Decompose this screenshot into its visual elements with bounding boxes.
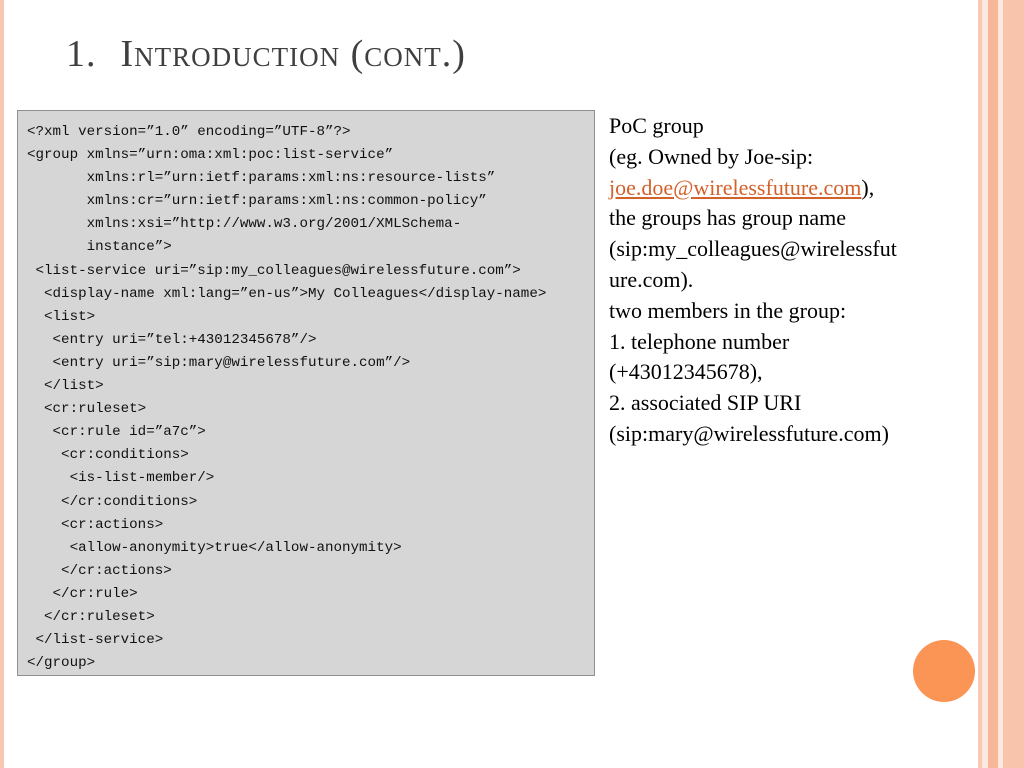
slide-title: 1. Introduction (cont.) [66,32,466,76]
joe-email-link[interactable]: joe.doe@wirelessfuture.com [609,174,862,200]
description-line: (eg. Owned by Joe-sip: [609,143,814,169]
code-line: <group xmlns=”urn:oma:xml:poc:list-servi… [27,147,394,164]
code-line: xmlns:xsi=”http://www.w3.org/2001/XMLSch… [27,216,462,233]
code-line: <cr:conditions> [27,447,189,464]
description-line: two members in the group: [609,297,847,323]
right-stripe-decoration [978,0,1024,768]
code-line: </cr:ruleset> [27,608,155,625]
stripe [998,0,1003,768]
code-line: <?xml version=”1.0” encoding=”UTF-8”?> [27,124,351,140]
code-line: xmlns:cr=”urn:ietf:params:xml:ns:common-… [27,193,487,210]
code-line: <list-service uri=”sip:my_colleagues@wir… [27,262,521,279]
code-line: </list> [27,378,104,395]
description-line: (+43012345678), [609,359,763,385]
description-link-line: joe.doe@wirelessfuture.com), [609,173,981,204]
code-line: <list> [27,308,96,325]
code-line: <entry uri=”tel:+43012345678”/> [27,331,317,348]
description-line: (sip:mary@wirelessfuture.com) [609,420,889,446]
description-line: PoC group [609,113,704,138]
code-line: </list-service> [27,632,164,649]
code-line: </cr:actions> [27,562,172,579]
description-line: 2. associated SIP URI [609,390,802,416]
code-line: instance”> [27,239,172,256]
code-line: <is-list-member/> [27,470,215,487]
description-line: 1. telephone number [609,328,790,354]
code-line: <allow-anonymity>true</allow-anonymity> [27,539,402,556]
code-line: <entry uri=”sip:mary@wirelessfuture.com”… [27,354,411,371]
description-line-suffix: ), [861,174,875,200]
code-line: <cr:rule id=”a7c”> [27,424,206,441]
description-line: (sip:my_colleagues@wirelessfut [609,236,897,262]
stripe [988,0,998,768]
decorative-circle [913,640,975,702]
code-line: <cr:actions> [27,516,164,533]
code-line: <cr:ruleset> [27,401,147,418]
code-line: <display-name xml:lang=”en-us”>My Collea… [27,285,547,302]
code-line: </cr:rule> [27,585,138,602]
xml-code-block: <?xml version=”1.0” encoding=”UTF-8”?> <… [17,110,595,676]
code-line: </cr:conditions> [27,493,198,510]
description-line: the groups has group name [609,205,847,231]
stripe [1003,0,1024,768]
group-description: PoC group (eg. Owned by Joe-sip: joe.doe… [609,111,981,450]
code-line: </group> [27,655,96,672]
left-border-decoration [0,0,4,768]
slide-title-number: 1. [66,33,97,75]
code-line: xmlns:rl=”urn:ietf:params:xml:ns:resourc… [27,170,496,187]
slide-title-text: Introduction (cont.) [120,33,466,75]
description-line: ure.com). [609,266,694,292]
stripe [978,0,982,768]
stripe [982,0,988,768]
